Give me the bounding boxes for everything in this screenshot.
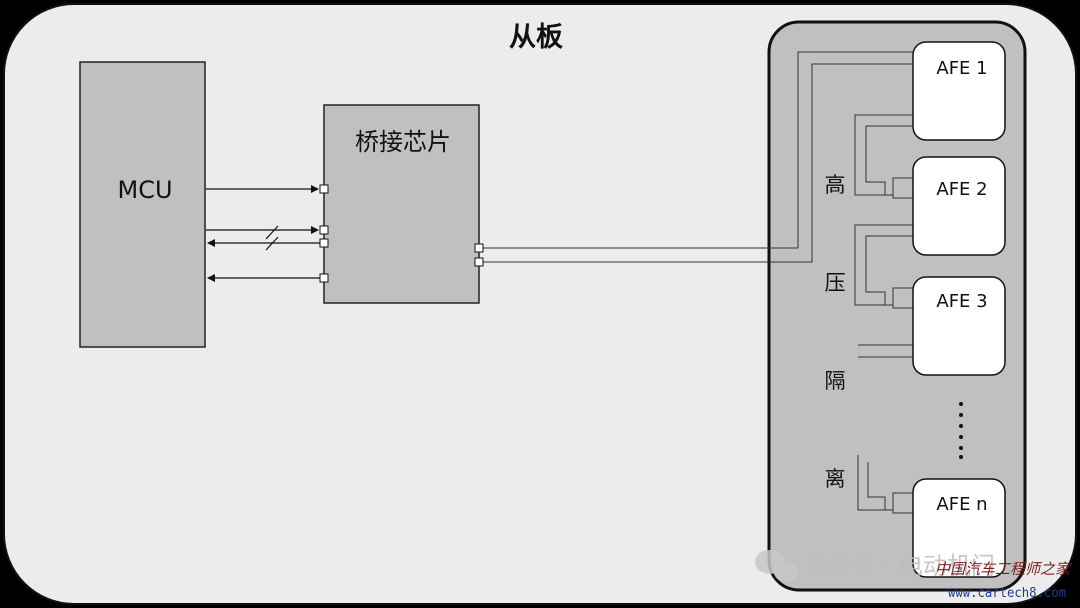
- isolation-char: 隔: [825, 369, 846, 393]
- bus-slash: [265, 225, 279, 240]
- pin: [319, 273, 329, 283]
- bridge-chip-block: 桥接芯片: [323, 104, 480, 304]
- mcu-block: MCU: [79, 61, 206, 348]
- afe-link: [865, 125, 913, 195]
- isolation-label: 高 压 隔 离: [825, 173, 846, 491]
- bus-slash: [265, 236, 279, 251]
- afe-link: [854, 114, 913, 196]
- afe-link: [867, 462, 886, 510]
- isolation-char: 高: [825, 173, 846, 197]
- bus-line-lower: [483, 63, 913, 263]
- daisy-chain-bus: [483, 51, 913, 263]
- site-watermark: 中国汽车工程师之家 www.cartech8.com: [935, 560, 1072, 601]
- afe-2: AFE 2: [912, 156, 1006, 256]
- afe-n: AFE n: [912, 478, 1006, 578]
- pin: [474, 257, 484, 267]
- bridge-chip-label: 桥接芯片: [355, 128, 451, 156]
- afe-link: [854, 224, 913, 306]
- mcu-bridge-signals: [206, 185, 322, 282]
- board-title: 从板: [509, 22, 563, 53]
- wechat-watermark: 公众号 · 电动机门: [755, 550, 995, 582]
- afe-label: AFE 2: [936, 179, 987, 200]
- wechat-icon: [755, 550, 798, 582]
- afe-label: AFE 3: [936, 291, 987, 312]
- site-url: www.cartech8.com: [948, 586, 1066, 601]
- isolation-char: 压: [825, 271, 846, 295]
- bus-line-upper: [483, 51, 913, 249]
- afe-label: AFE 1: [936, 58, 987, 79]
- afe-1: AFE 1: [912, 41, 1006, 141]
- bridge-left-pins: [319, 184, 329, 283]
- mcu-label: MCU: [117, 176, 172, 204]
- site-name: 中国汽车工程师之家: [935, 560, 1072, 578]
- pin: [474, 243, 484, 253]
- afe-label: AFE n: [936, 494, 987, 515]
- pin: [319, 238, 329, 248]
- pin: [319, 184, 329, 194]
- pin: [319, 225, 329, 235]
- afe-link: [857, 455, 893, 511]
- watermark-text: 公众号 · 电动机门: [804, 552, 995, 580]
- continuation-dots: [959, 402, 963, 459]
- bridge-right-pins: [474, 243, 484, 267]
- afe-3: AFE 3: [912, 276, 1006, 376]
- afe-link: [865, 235, 913, 305]
- isolation-char: 离: [825, 467, 846, 491]
